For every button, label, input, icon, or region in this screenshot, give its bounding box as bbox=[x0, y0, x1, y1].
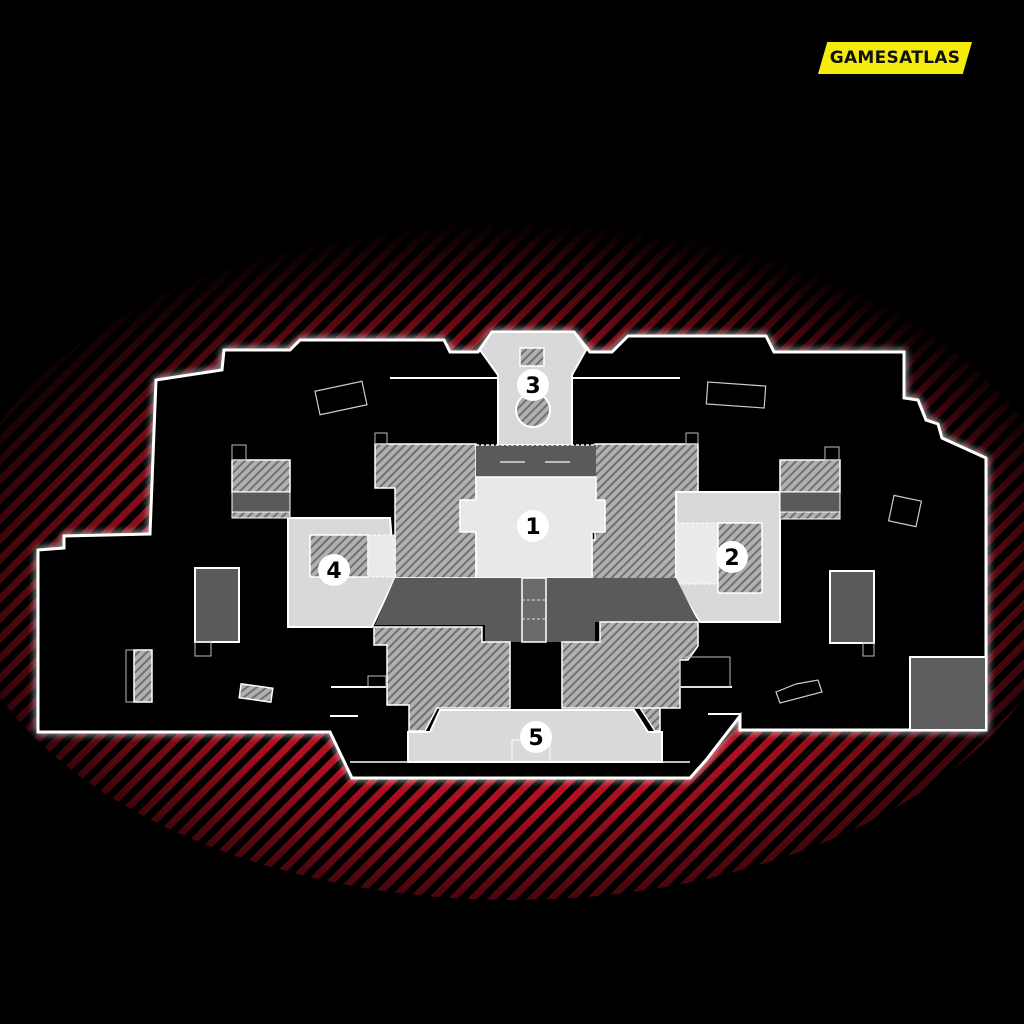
pillar bbox=[685, 432, 699, 445]
brand-label: GAMESATLAS bbox=[829, 48, 961, 68]
building-left-upper bbox=[231, 459, 291, 493]
crate bbox=[519, 347, 545, 367]
svg-text:4: 4 bbox=[326, 559, 341, 584]
svg-text:1: 1 bbox=[525, 515, 540, 540]
svg-text:3: 3 bbox=[525, 374, 540, 399]
container-left bbox=[194, 567, 240, 643]
building-right-upper bbox=[779, 459, 841, 493]
svg-text:5: 5 bbox=[528, 726, 543, 751]
objective-marker-1[interactable]: 1 bbox=[517, 510, 549, 542]
svg-text:2: 2 bbox=[724, 546, 739, 571]
room-corner-dark bbox=[909, 656, 987, 731]
objective-marker-2[interactable]: 2 bbox=[716, 541, 748, 573]
room-dark-corridor bbox=[476, 445, 596, 477]
brand-logo: GAMESATLAS bbox=[818, 42, 972, 74]
crate bbox=[238, 682, 274, 704]
cover-box bbox=[705, 381, 767, 409]
room-dark-lower-right bbox=[546, 578, 698, 642]
objective-marker-5[interactable]: 5 bbox=[520, 721, 552, 753]
brand-badge bbox=[818, 42, 972, 74]
pillar bbox=[374, 432, 388, 445]
crate bbox=[133, 649, 153, 703]
container-right bbox=[829, 570, 875, 644]
objective-marker-4[interactable]: 4 bbox=[318, 554, 350, 586]
room-dark-lower bbox=[375, 578, 522, 642]
objective-marker-3[interactable]: 3 bbox=[517, 369, 549, 401]
cover-box bbox=[775, 679, 823, 704]
stairs bbox=[521, 577, 547, 643]
cover-box bbox=[887, 494, 923, 528]
cover-box bbox=[314, 380, 368, 416]
building-lower-right-hatched bbox=[561, 621, 699, 732]
